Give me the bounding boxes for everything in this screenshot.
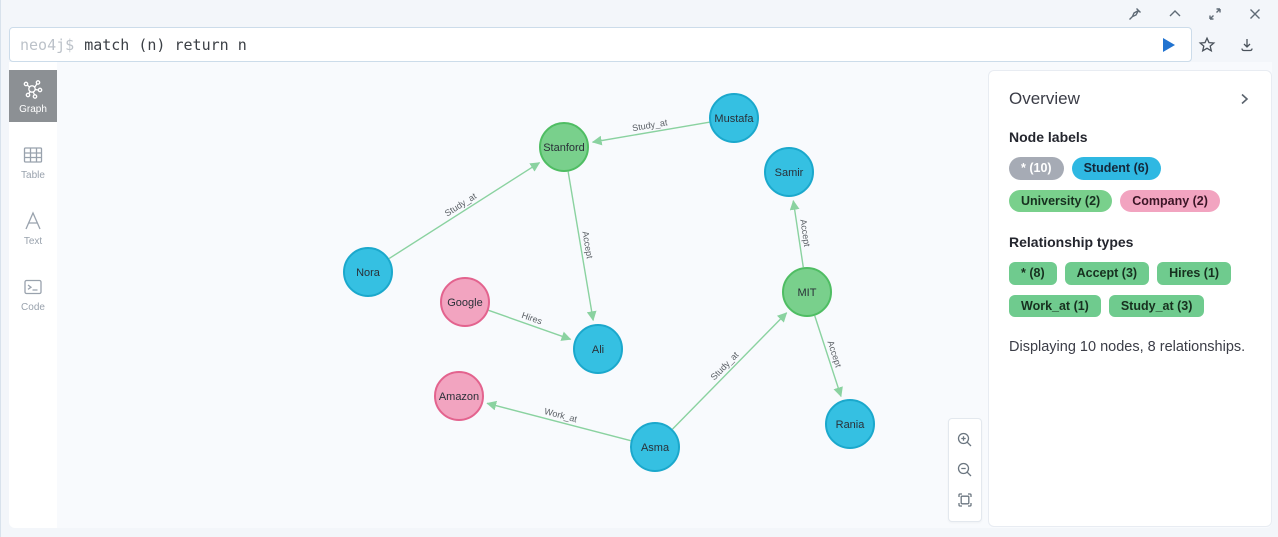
node-label-pill[interactable]: University (2)	[1009, 189, 1113, 212]
relationship-type-pill[interactable]: Work_at (1)	[1009, 294, 1101, 317]
graph-edge-study_at[interactable]: Study_at	[591, 117, 710, 146]
svg-text:Google: Google	[447, 297, 482, 309]
graph-edge-work_at[interactable]: Work_at	[486, 400, 631, 442]
zoom-in-button[interactable]	[951, 425, 979, 455]
cypher-query-editor[interactable]: neo4j$ match (n) return n	[9, 27, 1192, 62]
svg-text:Accept: Accept	[798, 219, 812, 248]
graph-edge-hires[interactable]: Hires	[488, 309, 572, 341]
graph-node-samir[interactable]: Samir	[764, 147, 814, 197]
graph-visualization[interactable]: Study_atStudy_atAcceptHiresAcceptAcceptS…	[57, 62, 1273, 528]
expand-icon[interactable]	[1206, 5, 1224, 23]
relationship-type-pill[interactable]: * (8)	[1009, 262, 1057, 285]
query-row: neo4j$ match (n) return n	[9, 27, 1272, 62]
collapse-icon[interactable]	[1166, 5, 1184, 23]
node-labels-heading: Node labels	[1009, 129, 1088, 145]
svg-text:Samir: Samir	[775, 167, 804, 179]
tab-code[interactable]: Code	[9, 268, 57, 320]
graph-edge-accept[interactable]: Accept	[567, 171, 597, 322]
graph-node-mustafa[interactable]: Mustafa	[709, 93, 759, 143]
fit-to-screen-button[interactable]	[951, 485, 979, 515]
graph-edge-study_at[interactable]: Study_at	[672, 312, 788, 430]
collapse-panel-chevron-icon[interactable]	[1237, 92, 1251, 106]
svg-text:Rania: Rania	[836, 419, 866, 431]
graph-node-google[interactable]: Google	[440, 277, 490, 327]
graph-node-amazon[interactable]: Amazon	[434, 371, 484, 421]
table-icon	[23, 147, 43, 163]
tab-text[interactable]: Text	[9, 202, 57, 254]
graph-edge-accept[interactable]: Accept	[814, 315, 844, 398]
result-summary: Displaying 10 nodes, 8 relationships.	[1009, 339, 1246, 355]
node-label-pills: * (10) Student (6) University (2) Company (…	[1009, 157, 1251, 212]
svg-text:Hires: Hires	[520, 310, 544, 327]
favorite-star-button[interactable]	[1194, 32, 1220, 58]
svg-text:Amazon: Amazon	[439, 391, 479, 403]
tab-text-label: Text	[23, 236, 43, 247]
svg-text:Accept: Accept	[580, 230, 595, 259]
svg-text:Mustafa: Mustafa	[714, 113, 754, 125]
svg-text:Work_at: Work_at	[543, 406, 578, 424]
relationship-type-pill[interactable]: Hires (1)	[1157, 262, 1232, 285]
node-label-pill[interactable]: Student (6)	[1071, 157, 1161, 180]
relationship-type-pill[interactable]: Study_at (3)	[1108, 294, 1205, 317]
svg-text:Stanford: Stanford	[543, 142, 585, 154]
relationship-types-heading: Relationship types	[1009, 234, 1134, 250]
svg-text:Nora: Nora	[356, 267, 381, 279]
graph-node-nora[interactable]: Nora	[343, 247, 393, 297]
download-button[interactable]	[1234, 32, 1260, 58]
svg-text:Accept: Accept	[826, 339, 844, 369]
tab-graph-label: Graph	[19, 104, 47, 115]
svg-text:MIT: MIT	[798, 287, 817, 299]
relationship-type-pill[interactable]: Accept (3)	[1064, 262, 1150, 285]
graph-node-rania[interactable]: Rania	[825, 399, 875, 449]
graph-node-asma[interactable]: Asma	[630, 422, 680, 472]
overview-title: Overview	[1009, 89, 1080, 108]
graph-edge-accept[interactable]: Accept	[789, 199, 812, 268]
relationship-type-pills: * (8) Accept (3) Hires (1) Work_at (1) Study…	[1009, 262, 1251, 317]
text-icon	[25, 211, 41, 230]
node-label-pill[interactable]: Company (2)	[1120, 189, 1220, 212]
graph-node-ali[interactable]: Ali	[573, 324, 623, 374]
pin-icon[interactable]	[1126, 5, 1144, 23]
tab-table[interactable]: Table	[9, 136, 57, 188]
query-input[interactable]: match (n) return n	[84, 35, 247, 54]
result-view-sidebar: Graph Table Text Code	[9, 62, 57, 528]
svg-text:Ali: Ali	[592, 344, 604, 356]
node-label-pill[interactable]: * (10)	[1009, 157, 1064, 180]
graph-node-stanford[interactable]: Stanford	[539, 122, 589, 172]
close-icon[interactable]	[1246, 5, 1264, 23]
zoom-controls	[948, 418, 982, 522]
tab-graph[interactable]: Graph	[9, 70, 57, 122]
svg-text:Asma: Asma	[641, 442, 670, 454]
query-prompt: neo4j$	[20, 35, 75, 54]
zoom-out-button[interactable]	[951, 455, 979, 485]
graph-icon	[23, 80, 43, 99]
graph-edge-study_at[interactable]: Study_at	[388, 162, 541, 260]
graph-node-mit[interactable]: MIT	[782, 267, 832, 317]
tab-table-label: Table	[21, 170, 45, 181]
window-titlebar	[1, 0, 1278, 27]
run-query-button[interactable]	[1155, 32, 1181, 58]
svg-text:Study_at: Study_at	[709, 349, 741, 382]
tab-code-label: Code	[21, 302, 45, 313]
code-icon	[24, 279, 42, 295]
overview-panel: Overview Node labels * (10) Student (6) Un…	[988, 70, 1272, 527]
